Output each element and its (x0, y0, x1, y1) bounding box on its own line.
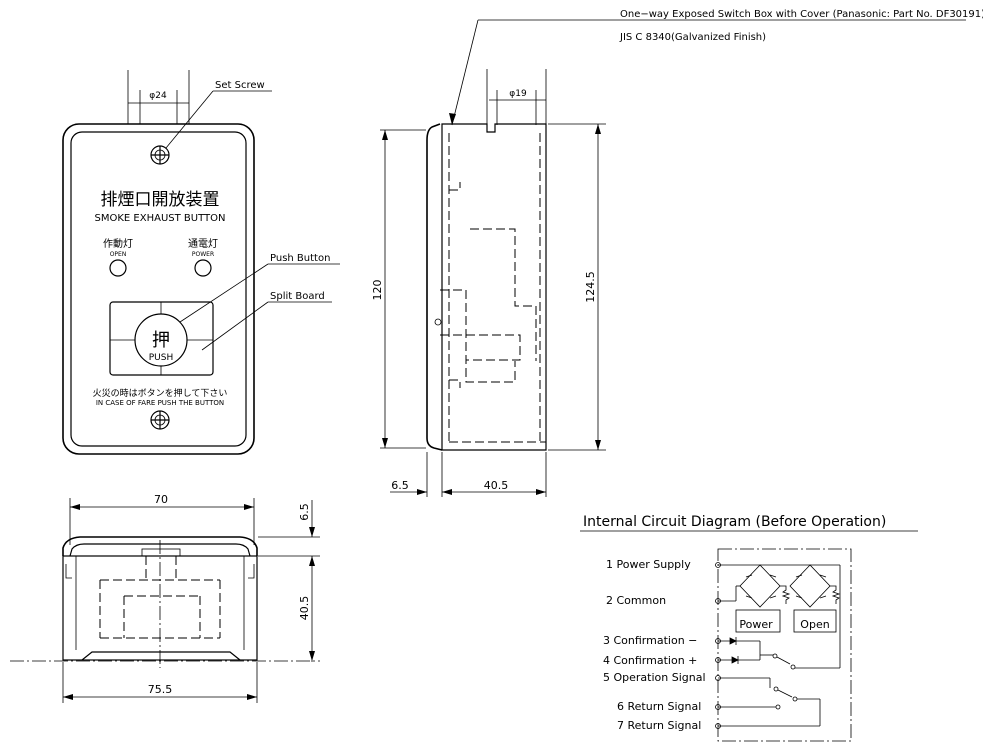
dim-box-depth: 40.5 (484, 479, 509, 492)
power-lamp-bridge: Power (735, 564, 791, 633)
split-board (109, 301, 214, 376)
lamp-power-jp: 通電灯 (188, 238, 218, 250)
push-button[interactable] (134, 313, 188, 367)
lamp-open-jp: 作動灯 (103, 237, 133, 250)
circuit-diagram: Internal Circuit Diagram (Before Operati… (580, 514, 918, 742)
dim-width-70: 70 (154, 493, 168, 506)
side-view: One−way Exposed Switch Box with Cover (P… (371, 9, 983, 497)
dim-cover-depth: 6.5 (391, 479, 409, 492)
terminal-5: 5 Operation Signal (603, 671, 706, 684)
title-en: SMOKE EXHAUST BUTTON (95, 213, 226, 224)
open-lamp (109, 259, 127, 277)
terminal-3: 3 Confirmation − (603, 634, 697, 647)
box-note-line1: One−way Exposed Switch Box with Cover (P… (620, 9, 983, 20)
terminal-1: 1 Power Supply (606, 558, 691, 571)
terminal-2: 2 Common (606, 594, 666, 607)
dim-width-75-5: 75.5 (148, 683, 173, 696)
circuit-title: Internal Circuit Diagram (Before Operati… (583, 514, 886, 530)
device-boundary (717, 548, 852, 742)
power-lamp (194, 259, 212, 277)
push-button-label: Push Button (270, 253, 330, 264)
dim-cover-thickness: 6.5 (298, 503, 311, 521)
notice-en: IN CASE OF FARE PUSH THE BUTTON (96, 399, 224, 407)
lamp-power-en: POWER (192, 251, 214, 258)
side-conduit-diameter: φ19 (509, 89, 527, 99)
front-view: φ24 Set Screw 排煙口開放装置 SMOKE EXHAUST BUTT… (62, 70, 340, 455)
cover-profile (426, 123, 443, 451)
terminal-7: 7 Return Signal (617, 719, 701, 732)
bottom-view: 70 6.5 40.5 (10, 493, 320, 703)
dim-height-120: 120 (371, 280, 384, 301)
lamp-power-label: Power (739, 618, 773, 631)
set-screw-bottom (150, 410, 170, 430)
cover-outline (62, 123, 255, 455)
set-screw-top (150, 145, 170, 165)
open-lamp-bridge: Open (789, 564, 841, 633)
lamp-open-en: OPEN (110, 251, 127, 258)
title-jp: 排煙口開放装置 (101, 190, 220, 210)
push-button-char: 押 (152, 330, 170, 351)
notice-jp: 火災の時はボタンを押して下さい (93, 387, 228, 399)
set-screw-label: Set Screw (215, 80, 265, 91)
dim-height-124-5: 124.5 (584, 271, 597, 303)
terminal-6: 6 Return Signal (617, 700, 701, 713)
box-note-line2: JIS C 8340(Galvanized Finish) (619, 32, 766, 43)
box-body (441, 123, 547, 451)
lamp-open-label: Open (800, 618, 829, 631)
split-board-label: Split Board (270, 291, 325, 302)
terminal-4: 4 Confirmation + (603, 654, 697, 667)
dim-bottom-depth: 40.5 (298, 596, 311, 621)
conduit-diameter-label: φ24 (149, 91, 167, 101)
push-button-text: PUSH (149, 353, 174, 363)
